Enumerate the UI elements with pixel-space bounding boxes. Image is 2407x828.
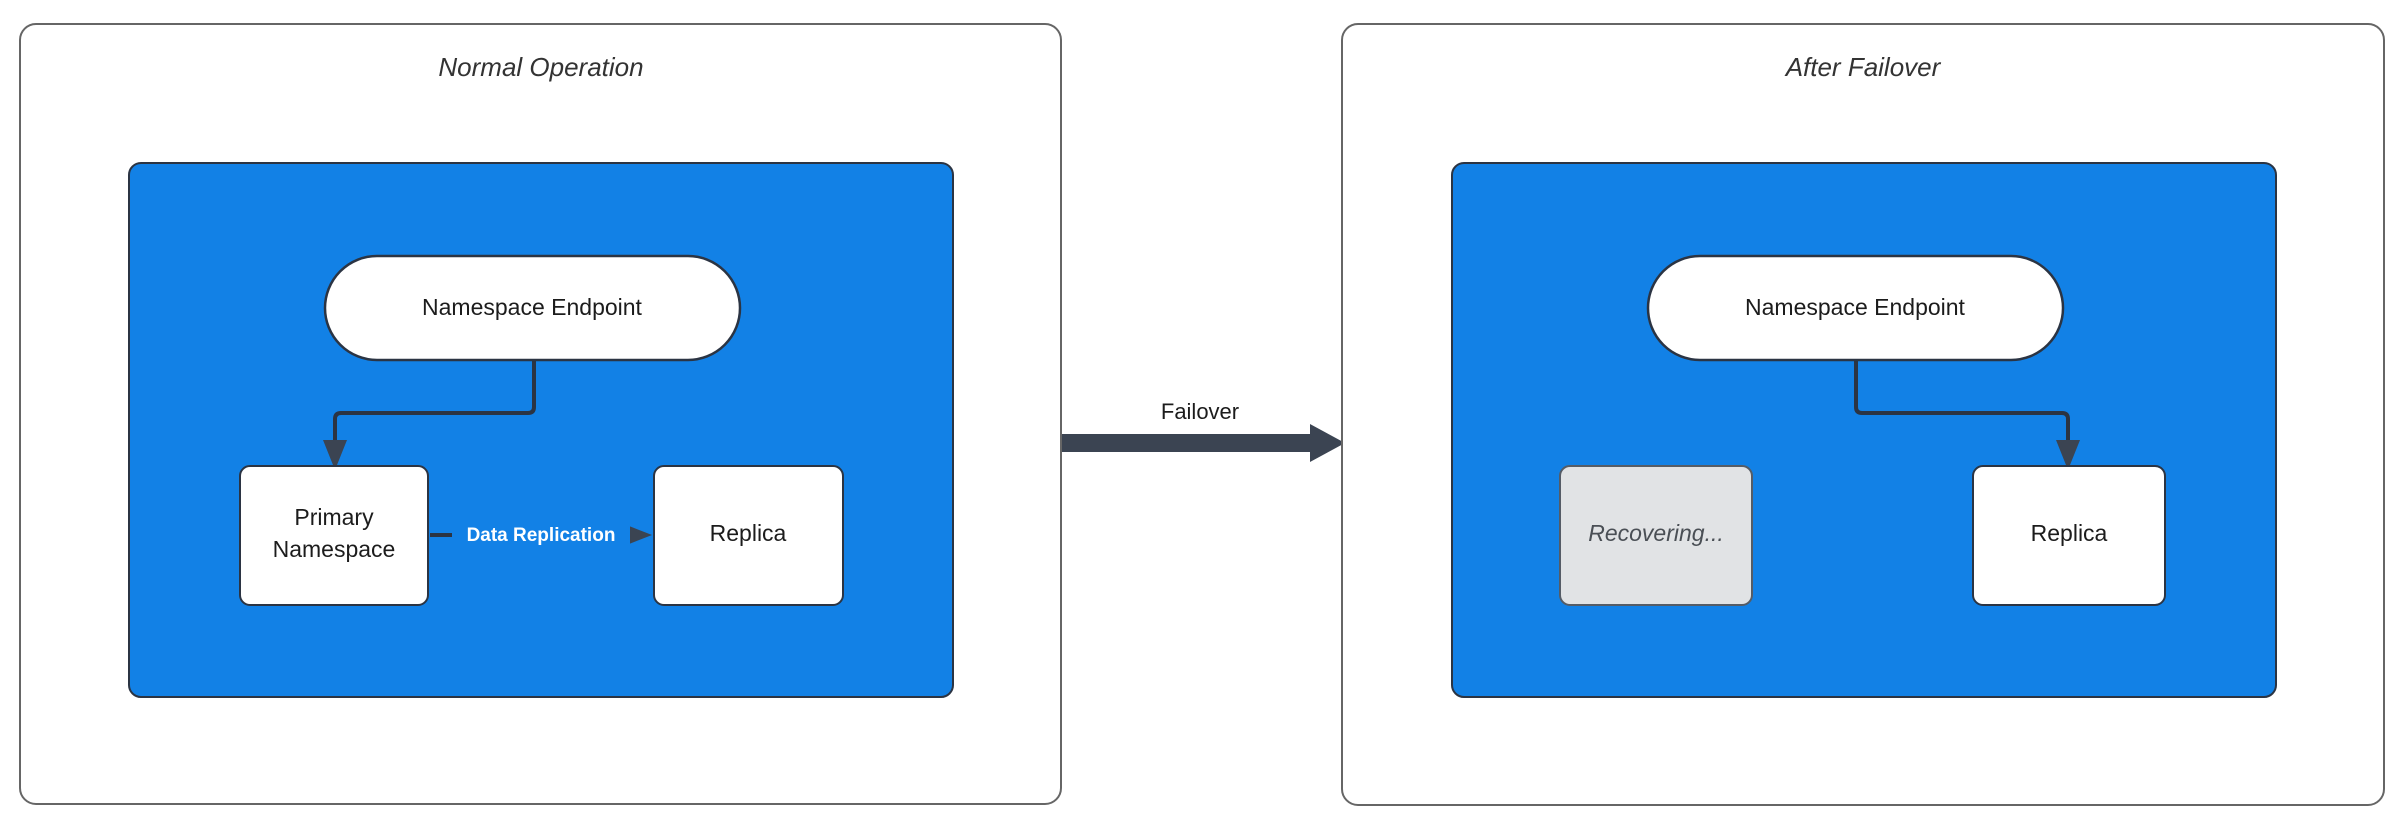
node-recovering-label: Recovering... <box>1588 520 1724 546</box>
transition-failover-label: Failover <box>1161 399 1239 424</box>
node-recovering-shape <box>1559 465 1753 606</box>
node-namespace-endpoint-right-label: Namespace Endpoint <box>1745 294 1966 320</box>
edge-endpoint-to-replica-arrowhead <box>2056 440 2080 470</box>
node-replica-left[interactable]: Replica <box>653 465 844 606</box>
edge-primary-to-replica: Data Replication <box>430 522 652 548</box>
node-primary-namespace-label-line2: Namespace <box>273 536 396 562</box>
transition-failover-arrowhead <box>1310 424 1345 462</box>
panel-after-failover: After Failover Namespace Endpoint Recove… <box>1341 23 2385 806</box>
panel-title-after-failover: After Failover <box>1784 52 1942 82</box>
edge-primary-to-replica-arrowhead <box>624 524 652 546</box>
edge-endpoint-to-replica <box>1854 360 2080 470</box>
node-replica-right-label: Replica <box>2031 520 2108 546</box>
node-namespace-endpoint-left-label: Namespace Endpoint <box>422 294 643 320</box>
node-primary-namespace[interactable]: Primary Namespace <box>239 465 429 606</box>
node-replica-right-shape <box>1972 465 2166 606</box>
edge-endpoint-to-primary-arrowhead <box>323 440 347 470</box>
node-replica-left-shape <box>653 465 844 606</box>
panel-title-normal-operation: Normal Operation <box>438 52 643 82</box>
node-replica-left-label: Replica <box>710 520 787 546</box>
node-namespace-endpoint-left-shape <box>323 254 742 362</box>
node-replica-right[interactable]: Replica <box>1972 465 2166 606</box>
node-primary-namespace-label-line1: Primary <box>294 504 374 530</box>
transition-failover: Failover <box>1062 399 1345 462</box>
node-namespace-endpoint-left[interactable]: Namespace Endpoint <box>323 254 742 362</box>
cluster-normal-operation <box>128 162 954 698</box>
cluster-after-failover <box>1451 162 2277 698</box>
node-namespace-endpoint-right-shape <box>1646 254 2065 362</box>
node-primary-namespace-shape <box>239 465 429 606</box>
node-recovering[interactable]: Recovering... <box>1559 465 1753 606</box>
edge-primary-to-replica-label: Data Replication <box>467 525 616 546</box>
edge-endpoint-to-primary-line <box>333 360 536 448</box>
panel-normal-operation: Normal Operation Namespace Endpoint Prim… <box>19 23 1062 805</box>
node-namespace-endpoint-right[interactable]: Namespace Endpoint <box>1646 254 2065 362</box>
edge-label-backdrop <box>452 522 630 548</box>
edge-endpoint-to-primary <box>323 360 536 470</box>
edge-endpoint-to-replica-line <box>1854 360 2070 448</box>
transition-failover-shaft <box>1062 434 1322 452</box>
